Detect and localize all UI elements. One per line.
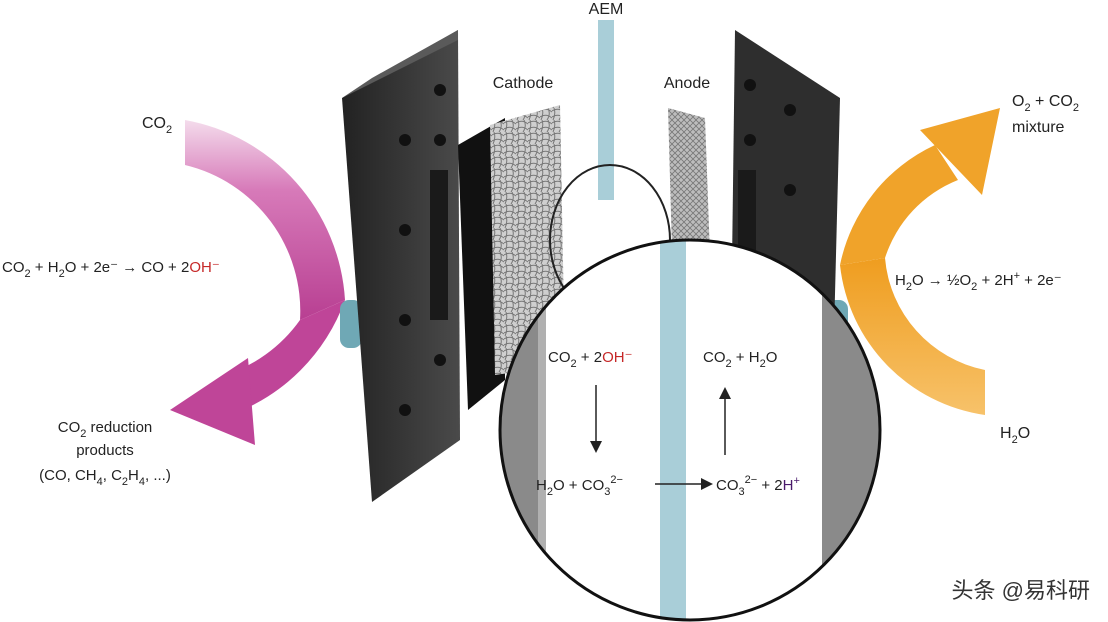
mixture-line1: O2 + CO2 bbox=[1012, 93, 1079, 114]
watermark: 头条 @易科研 bbox=[952, 578, 1090, 603]
o2-output-arrow bbox=[840, 108, 1000, 415]
anode-mesh bbox=[668, 108, 710, 255]
co2-input-label: CO2 bbox=[142, 115, 172, 136]
left-end-plate bbox=[342, 30, 460, 502]
inset-carbonate-formation: H2O + CO32− bbox=[536, 474, 623, 498]
inset-carbonate-acid: CO32− + 2H+ bbox=[716, 474, 800, 498]
mixture-line2: mixture bbox=[1012, 119, 1065, 136]
cathode-label: Cathode bbox=[493, 75, 554, 92]
co2-input-arrow bbox=[170, 120, 345, 445]
products-line3: (CO, CH4, C2H4, ...) bbox=[39, 467, 171, 488]
inset-anode-species: CO2 + H2O bbox=[703, 349, 777, 370]
aem-membrane bbox=[598, 20, 614, 200]
co2-reduction-products: CO2 reduction products (CO, CH4, C2H4, .… bbox=[39, 419, 171, 488]
cathode-reaction: CO2 + H2O + 2e⁻ → CO + 2OH⁻ bbox=[2, 259, 220, 280]
orange-arrowhead bbox=[920, 108, 1000, 195]
products-line2: products bbox=[76, 442, 134, 459]
magenta-arrowhead bbox=[170, 358, 255, 445]
inset-ring bbox=[498, 238, 882, 622]
aem-label: AEM bbox=[589, 1, 624, 18]
h2o-input-label: H2O bbox=[1000, 425, 1030, 446]
products-line1: CO2 reduction bbox=[58, 419, 153, 440]
left-port bbox=[340, 300, 362, 348]
inset-cathode-species: CO2 + 2OH⁻ bbox=[548, 349, 632, 370]
anode-reaction: H2O → ½O2 + 2H+ + 2e⁻ bbox=[895, 270, 1062, 293]
o2-co2-mixture-label: O2 + CO2 mixture bbox=[1012, 93, 1079, 136]
anode-label: Anode bbox=[664, 75, 710, 92]
